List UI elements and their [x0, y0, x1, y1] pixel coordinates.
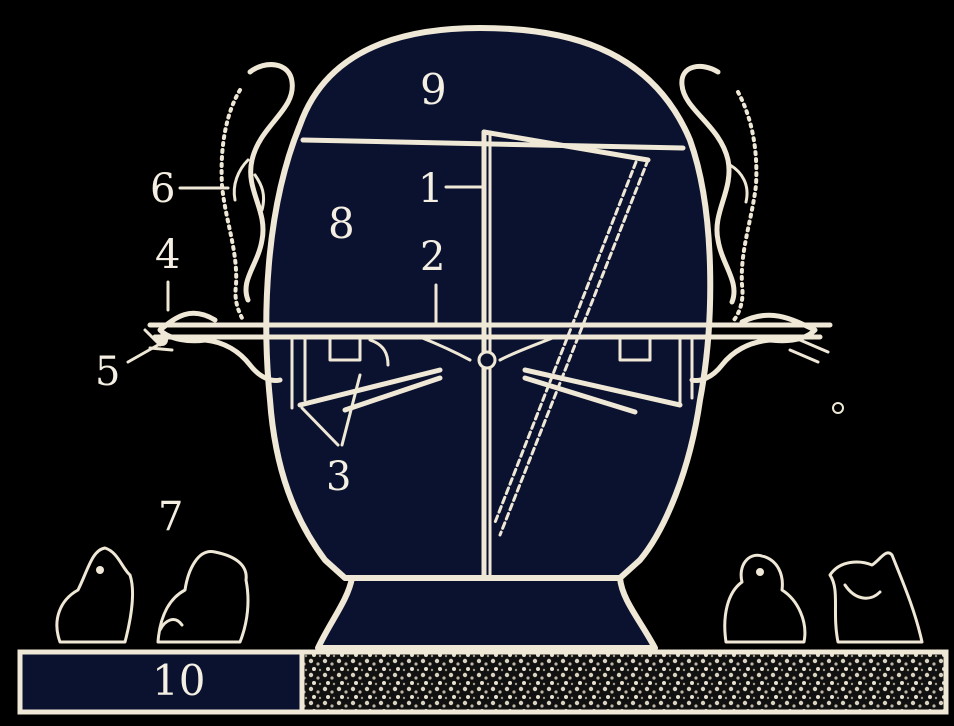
label-3: 3 — [326, 454, 351, 500]
frog-left — [158, 552, 248, 642]
label-2: 2 — [420, 234, 445, 280]
frog-far-right — [830, 553, 922, 642]
base-speckled-slab — [302, 652, 946, 712]
label-9: 9 — [420, 65, 447, 114]
label-7: 7 — [158, 494, 183, 540]
vessel-foot — [318, 578, 655, 648]
label-10: 10 — [152, 656, 205, 705]
frog-far-left — [57, 548, 133, 642]
label-8: 8 — [328, 199, 355, 248]
label-6: 6 — [150, 166, 175, 212]
label-1: 1 — [418, 166, 443, 212]
label-5: 5 — [95, 349, 120, 395]
frog-right — [725, 555, 805, 642]
label-4: 4 — [155, 232, 180, 278]
leader-5 — [128, 345, 158, 362]
